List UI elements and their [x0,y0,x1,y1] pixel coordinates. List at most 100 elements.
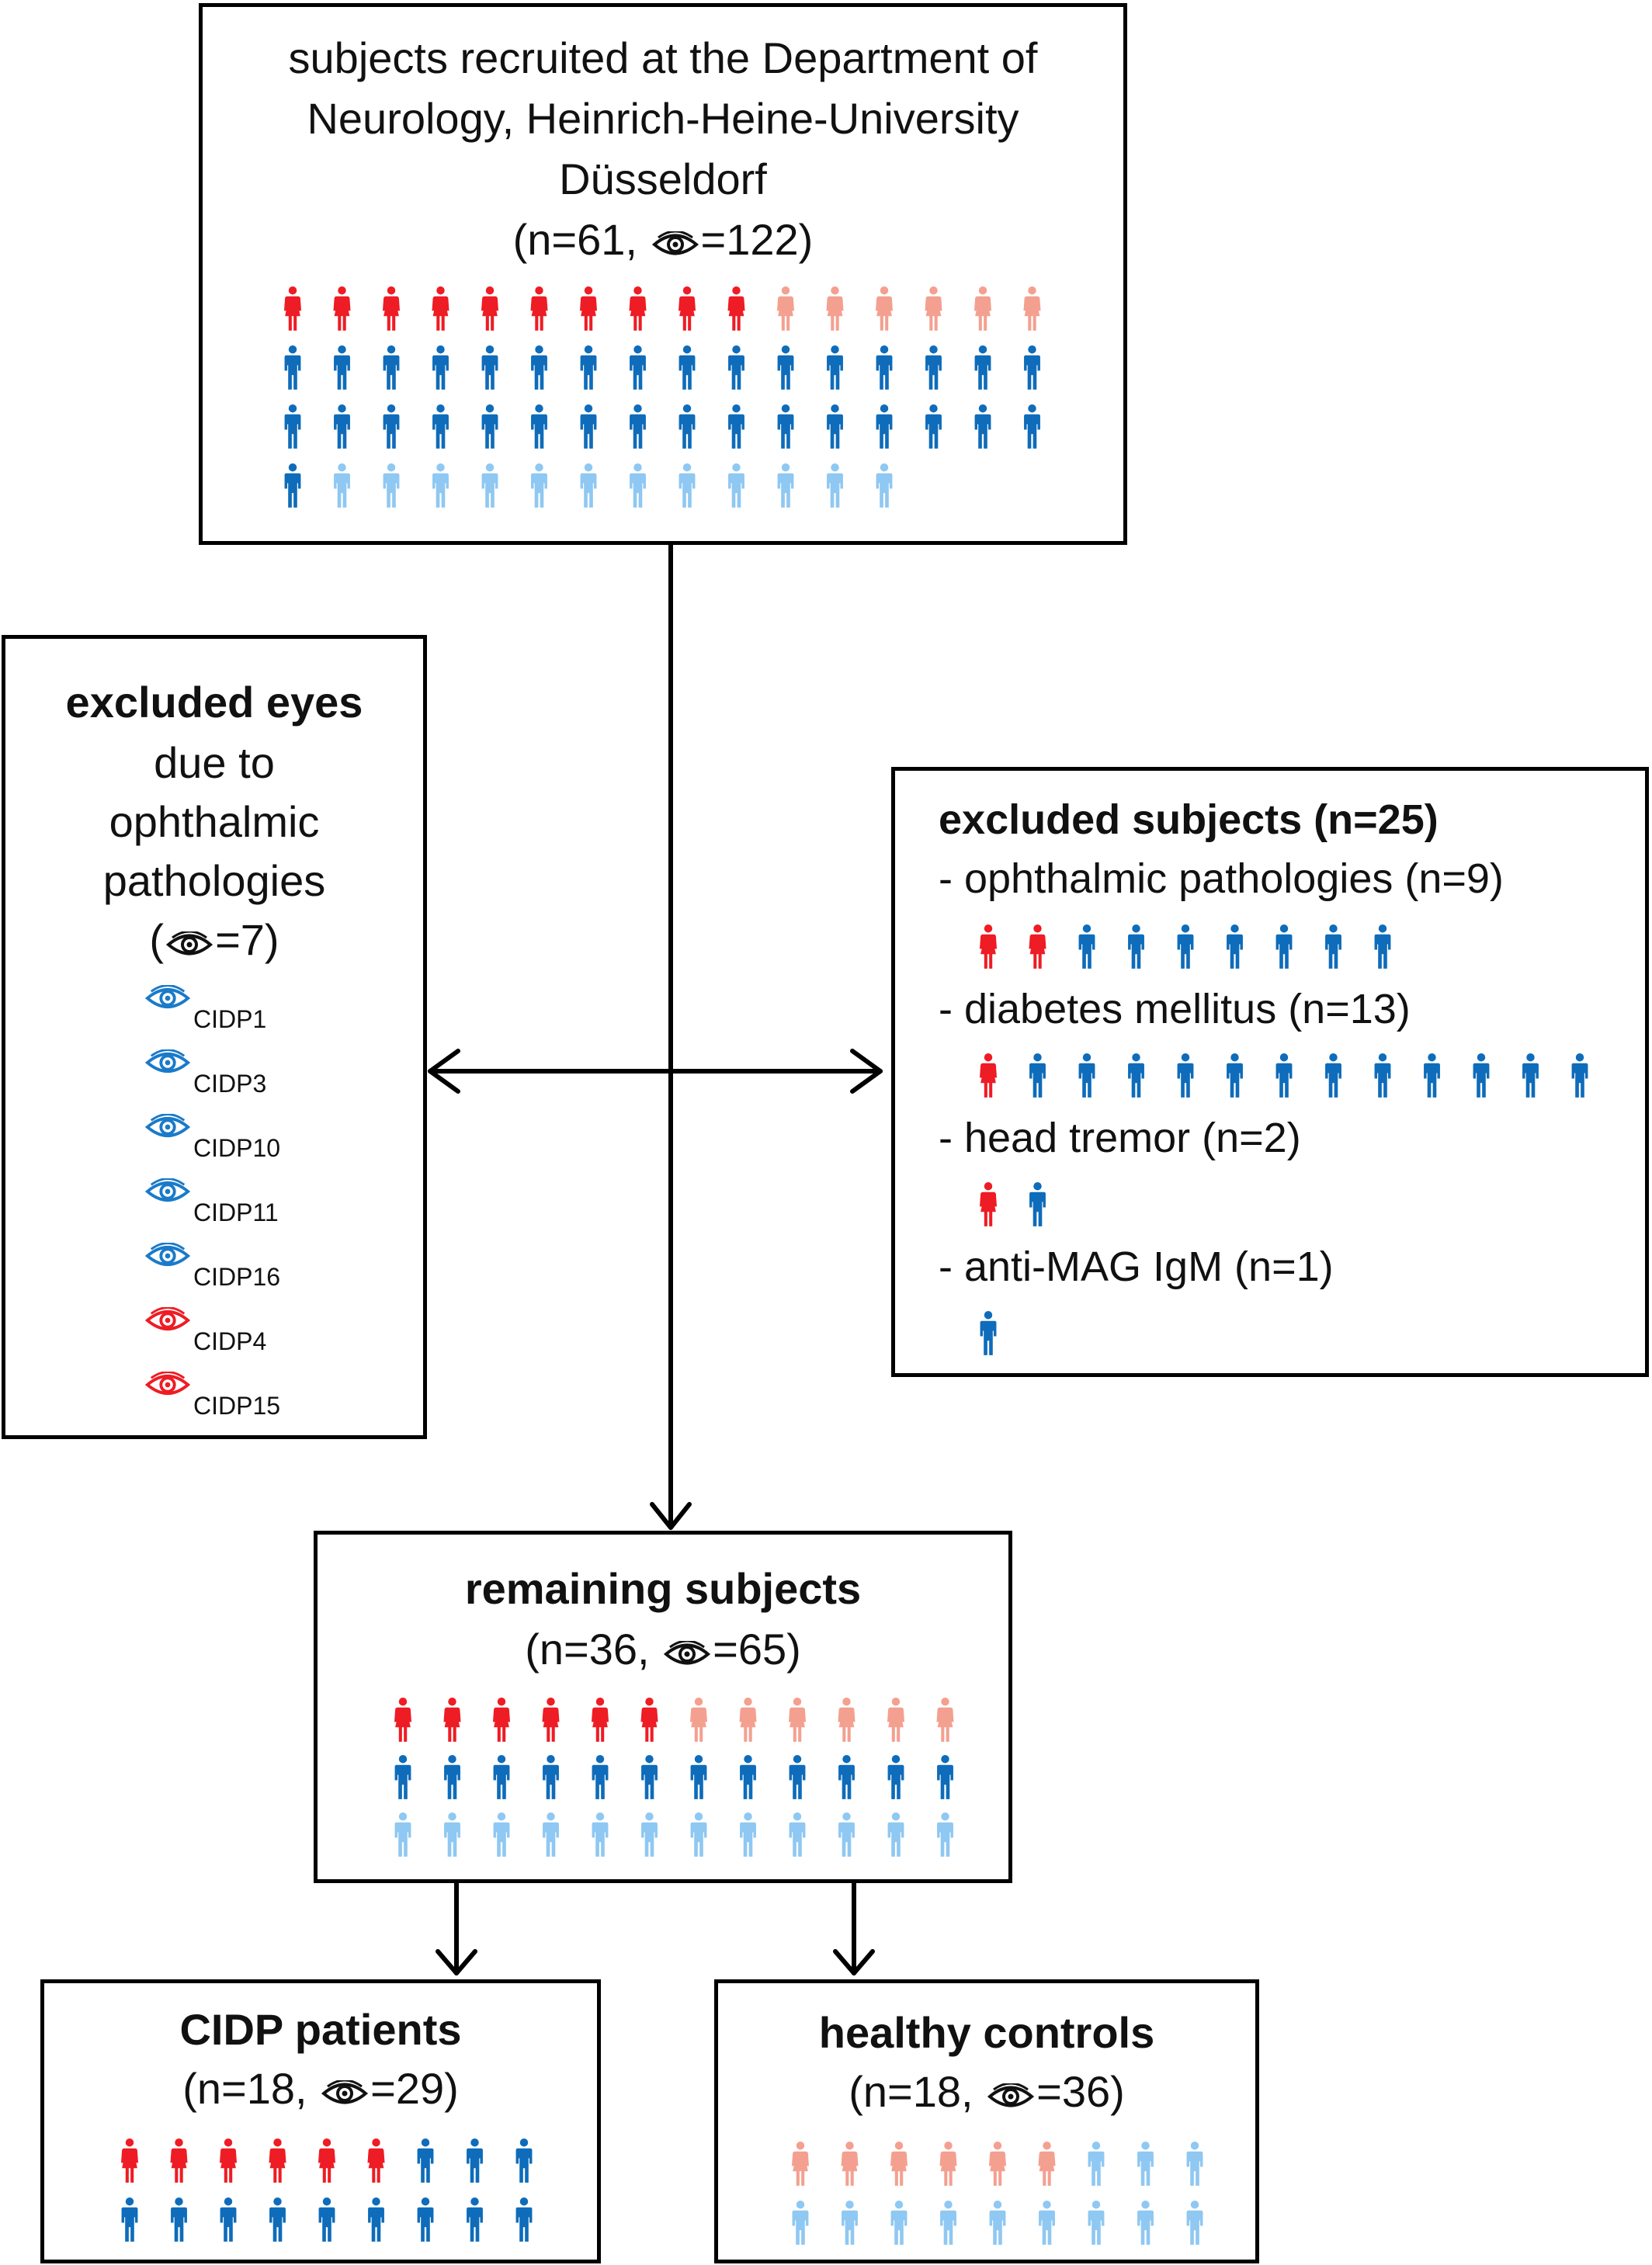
cidp-male-person-icon [1177,924,1194,969]
recruited-line-3: Düsseldorf [559,154,767,203]
excluded-eye-item: CIDP15 [145,1372,347,1420]
excluded-eye-item: CIDP10 [145,1114,347,1162]
excluded-eye-item: CIDP11 [145,1178,347,1226]
cidp-male-person-icon [740,1755,756,1799]
control-male-person-icon [838,1812,855,1857]
arrow-head-icon [833,1949,875,1975]
cidp-male-person-icon [1128,1053,1144,1098]
control-male-person-icon [493,1812,510,1857]
control-male-person-icon [887,1812,904,1857]
cidp-male-person-icon [284,404,301,449]
cidp-male-person-icon [728,404,744,449]
cidp-male-person-icon [641,1755,658,1799]
control-female-person-icon [936,1698,954,1742]
cidp-female-person-icon [979,1182,998,1226]
cidp-female-person-icon [443,1698,461,1742]
control-male-person-icon [444,1812,460,1857]
cidp-male-person-icon [284,463,301,508]
eye-icon [164,931,215,958]
control-male-person-icon [678,463,696,508]
excluded-eyes-line-3: ophthalmic [109,797,320,846]
cidp-male-person-icon [728,345,744,390]
cidp-female-person-icon [542,1698,560,1742]
excluded-eye-item: CIDP3 [145,1049,347,1098]
recruited-count: (n=61, =122) [203,218,1123,262]
cidp-female-person-icon [481,286,499,331]
cidp-female-person-icon [591,1698,609,1742]
cidp-female-person-icon [170,2138,188,2183]
control-male-person-icon [580,463,597,508]
control-female-person-icon [689,1698,708,1742]
cidp-male-person-icon [678,404,696,449]
cidp-male-person-icon [171,2197,187,2242]
control-male-person-icon [940,2201,956,2245]
control-male-person-icon [630,463,646,508]
cidp-female-person-icon [492,1698,511,1742]
cidp-female-person-icon [283,286,302,331]
cidp-male-person-icon [284,345,301,390]
excluded-subjects-box: excluded subjects (n=25) - ophthalmic pa… [891,767,1649,1377]
control-female-person-icon [776,286,795,331]
control-male-person-icon [334,463,350,508]
cidp-male-person-icon [838,1755,855,1799]
cidp-male-person-icon [630,404,646,449]
exclusion-group-label: - ophthalmic pathologies (n=9) [939,855,1504,902]
cidp-male-person-icon [1522,1053,1539,1098]
cidp-male-person-icon [592,1755,609,1799]
cidp-male-person-icon [876,345,893,390]
control-female-person-icon [826,286,844,331]
cidp-female-person-icon [979,924,998,969]
cidp-male-person-icon [417,2197,434,2242]
count-prefix: (n=18, [182,2064,307,2113]
count-suffix: =7) [215,915,279,964]
control-male-person-icon [432,463,449,508]
cidp-male-person-icon [318,2197,335,2242]
control-male-person-icon [1186,2142,1203,2186]
cidp-male-person-icon [432,404,449,449]
eye-icon [145,1114,190,1138]
cidp-male-person-icon [368,2197,384,2242]
control-male-person-icon [1039,2201,1055,2245]
controls-title: healthy controls [818,2008,1155,2057]
excluded-eyes-line-2: due to [154,738,275,787]
excluded-eye-label: CIDP3 [193,1070,267,1098]
cidp-female-person-icon [394,1698,412,1742]
excluded-eye-label: CIDP15 [193,1392,281,1420]
control-male-person-icon [937,1812,953,1857]
controls-icon-grid [791,2142,1203,2245]
cidp-male-person-icon [1325,1053,1341,1098]
cidp-female-person-icon [432,286,449,331]
cidp-male-person-icon [383,345,400,390]
count-prefix: (n=36, [525,1625,650,1674]
cidp-female-person-icon [579,286,598,331]
cidp-title: CIDP patients [179,2005,462,2054]
excluded-eye-label: CIDP10 [193,1134,281,1162]
control-male-person-icon [531,463,547,508]
cidp-male-person-icon [220,2197,237,2242]
cidp-male-person-icon [1325,924,1341,969]
control-male-person-icon [641,1812,658,1857]
control-male-person-icon [592,1812,609,1857]
control-male-person-icon [543,1812,559,1857]
excluded-eyes-title: excluded eyes [65,678,363,727]
exclusion-group-icons [979,924,1391,969]
remaining-count: (n=36, =65) [318,1628,1008,1671]
exclusion-group-label: - anti-MAG IgM (n=1) [939,1243,1334,1290]
excluded-eye-item: CIDP16 [145,1243,347,1291]
arrow-head-icon [650,1502,692,1530]
excluded-eye-label: CIDP16 [193,1263,281,1291]
cidp-male-person-icon [580,345,597,390]
cidp-female-person-icon [1029,924,1046,969]
arrow-head-icon [850,1049,883,1094]
cidp-male-person-icon [777,345,794,390]
control-male-person-icon [1137,2201,1154,2245]
arrow-head-icon [428,1049,460,1094]
excluded-eye-item: CIDP4 [145,1307,347,1355]
controls-count: (n=18, =36) [718,2070,1255,2114]
cidp-male-person-icon [467,2138,483,2183]
exclusion-group-label: - diabetes mellitus (n=13) [939,986,1411,1032]
exclusion-group-icons [980,1311,997,1355]
cidp-female-person-icon [979,1053,998,1098]
excluded-eye-item: CIDP1 [145,985,347,1033]
